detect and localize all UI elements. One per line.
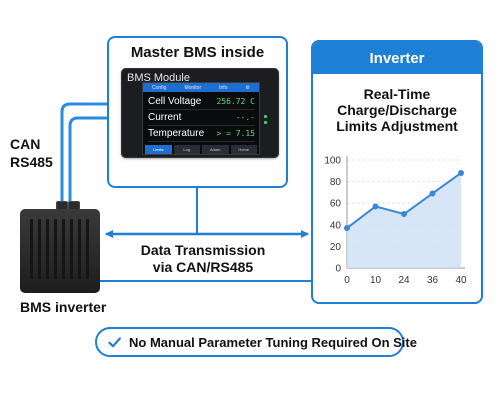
screen-topbar: Config Monitor Info ⚙ — [143, 83, 259, 92]
heat-fin — [54, 219, 57, 279]
home-button[interactable]: Home — [230, 145, 257, 154]
heat-fin — [86, 219, 89, 279]
bms-inverter-caption: BMS inverter — [20, 299, 107, 315]
x-tick-label: 40 — [455, 275, 467, 286]
temperature-row: Temperature > = 7.15 — [148, 126, 255, 142]
series-area — [347, 172, 461, 268]
log-button[interactable]: Log — [173, 145, 200, 154]
limits-button[interactable]: Limits — [145, 145, 172, 154]
settings-icon[interactable]: ⚙ — [245, 84, 250, 91]
screen-tab-monitor[interactable]: Monitor — [184, 84, 202, 91]
data-label-line1: Data Transmission — [140, 242, 266, 258]
data-transmission-label: Data Transmission via CAN/RS485 — [128, 242, 278, 276]
heat-fin — [38, 219, 41, 279]
x-tick-label: 36 — [427, 275, 439, 286]
data-point — [458, 169, 464, 176]
heat-fin — [62, 219, 65, 279]
subtitle-line3: Limits Adjustment — [336, 118, 458, 134]
bms-module-title: BMS Module — [127, 72, 190, 84]
screen-tab-info[interactable]: Info — [219, 84, 228, 91]
inverter-subtitle: Real-Time Charge/Discharge Limits Adjust… — [313, 86, 481, 134]
x-tick-label: 10 — [370, 275, 382, 286]
can-rs485-label: CAN RS485 — [10, 135, 53, 171]
temperature-value: > = 7.15 — [216, 129, 255, 138]
data-point — [372, 203, 379, 210]
cell-voltage-label: Cell Voltage — [148, 96, 202, 107]
bms-inverter-box — [20, 197, 100, 295]
x-tick-label: 0 — [344, 275, 350, 286]
screen-button-bar: Limits Log Alarm Home — [143, 145, 259, 154]
bms-box-body — [20, 209, 100, 293]
data-point — [401, 211, 407, 217]
current-row: Current --.- — [148, 110, 255, 126]
y-tick-label: 0 — [335, 264, 341, 275]
data-point — [344, 225, 350, 232]
can-label-line1: CAN — [10, 136, 41, 152]
data-label-line2: via CAN/RS485 — [152, 259, 254, 275]
y-tick-label: 80 — [330, 177, 342, 188]
x-tick-label: 24 — [398, 275, 410, 286]
cell-voltage-row: Cell Voltage 256.72 C — [148, 94, 255, 110]
current-value: --.- — [235, 113, 255, 122]
bms-module-screen: Config Monitor Info ⚙ Cell Voltage 256.7… — [142, 82, 260, 155]
screen-tab-config[interactable]: Config — [152, 84, 167, 91]
y-tick-label: 60 — [330, 199, 342, 210]
heat-fin — [70, 219, 73, 279]
temperature-label: Temperature — [148, 128, 205, 139]
can-cable-2 — [68, 116, 121, 208]
can-cable-1 — [60, 102, 121, 208]
data-point — [429, 190, 436, 197]
heat-fin — [78, 219, 81, 279]
bms-module-device: BMS Module Config Monitor Info ⚙ Cell Vo… — [121, 68, 279, 158]
heat-fin — [46, 219, 49, 279]
inverter-header: Inverter — [313, 42, 481, 74]
subtitle-line1: Real-Time — [363, 86, 431, 102]
can-label-line2: RS485 — [10, 154, 53, 170]
master-bms-title: Master BMS inside — [130, 44, 265, 61]
cell-voltage-value: 256.72 C — [216, 97, 255, 106]
alarm-button[interactable]: Alarm — [202, 145, 229, 154]
y-tick-label: 100 — [324, 156, 341, 167]
current-label: Current — [148, 112, 182, 123]
y-tick-label: 40 — [330, 220, 342, 231]
check-circle-icon — [107, 335, 122, 350]
no-manual-tuning-banner: No Manual Parameter Tuning Required On S… — [95, 327, 417, 357]
heat-fin — [30, 219, 33, 279]
limits-chart: 0 20 40 60 80 100 0 10 24 36 40 — [324, 156, 467, 287]
status-led-1 — [264, 115, 267, 118]
subtitle-line2: Charge/Discharge — [337, 102, 457, 118]
status-led-2 — [264, 121, 267, 124]
banner-text: No Manual Parameter Tuning Required On S… — [129, 334, 417, 350]
y-tick-label: 20 — [330, 242, 342, 253]
